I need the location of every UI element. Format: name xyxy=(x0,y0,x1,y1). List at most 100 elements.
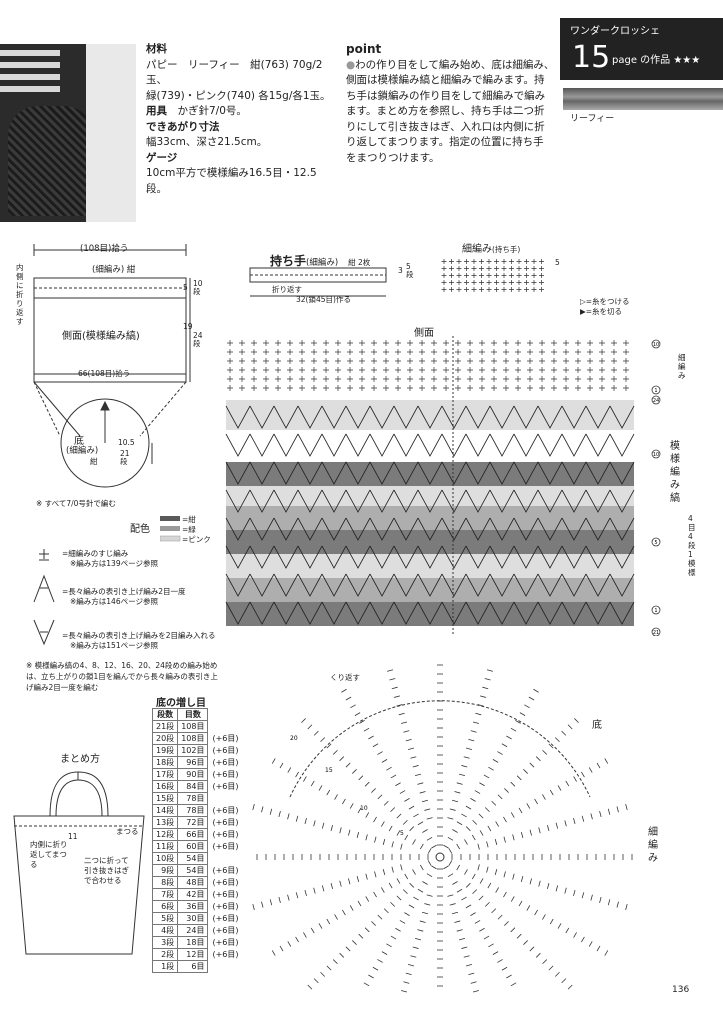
symbol-dec-ref: ※編み方は146ページ参照 xyxy=(70,597,158,606)
table-cell: 12目 xyxy=(177,948,209,961)
body-rows: 24段 xyxy=(193,331,203,348)
table-cell: (+6目) xyxy=(212,914,239,923)
stripe-note: ※ 模様編み縞の4、8、12、16、20、24段めの編み始めは、立ち上がりの鎖1… xyxy=(26,661,218,692)
sc-chart xyxy=(441,259,544,292)
symbol-sc-ref: ※編み方は139ページ参照 xyxy=(70,559,158,568)
table-cell: 13段 xyxy=(151,816,179,829)
table-cell xyxy=(208,793,242,805)
increase-title: 底の増し目 xyxy=(156,698,206,709)
table-cell: (+6目) xyxy=(212,770,239,779)
table-cell xyxy=(208,721,242,733)
table-cell: 78目 xyxy=(177,792,209,805)
handle-height: 3 xyxy=(398,266,403,275)
color-navy: =紺 xyxy=(182,515,196,524)
table-cell: 108目 xyxy=(177,732,209,745)
base-cm: 10.5 xyxy=(118,438,135,447)
finishing-fold: 内側に折り返してまつる xyxy=(30,840,68,869)
table-cell: (+6目) xyxy=(212,890,239,899)
point-line: をまつりつけます。 xyxy=(346,151,440,164)
series-name: ワンダークロッシェ xyxy=(570,26,660,37)
row-label: 15 xyxy=(325,767,333,774)
table-cell: 102目 xyxy=(177,744,209,757)
table-cell: (+6目) xyxy=(212,782,239,791)
table-cell: (+6目) xyxy=(212,866,239,875)
base-turn: くり返す xyxy=(330,673,360,682)
table-cell: 6目 xyxy=(177,960,209,973)
table-cell: 20段 xyxy=(151,732,179,745)
material-heading: 材料 xyxy=(146,43,167,55)
side-markers: 10 1 24 10 5 1 21 xyxy=(651,339,661,636)
size-heading: できあがり寸法 xyxy=(146,120,220,133)
side-chart xyxy=(225,336,635,636)
table-cell: (+6目) xyxy=(212,818,239,827)
marker: 1 xyxy=(654,388,657,394)
table-cell: 14段 xyxy=(151,804,179,817)
side-right-top: 細編み xyxy=(678,353,686,380)
fold-note: 内側に折り返す xyxy=(16,263,24,326)
handle-sub: (細編み) xyxy=(306,258,339,268)
row-label: 10 xyxy=(360,805,368,812)
point-line: ます。まとめ方を参照し、持ち手は二つ折 xyxy=(346,105,545,117)
handle-title: 持ち手 xyxy=(270,254,307,268)
table-cell: 18目 xyxy=(177,936,209,949)
band-label: (細編み) 紺 xyxy=(92,265,136,275)
yarn-swatch xyxy=(563,88,723,110)
table-cell: 1段 xyxy=(151,960,179,973)
table-header: 段数 xyxy=(151,708,179,721)
base-chart-label: 底 xyxy=(592,720,602,731)
sc-sub: (持ち手) xyxy=(492,245,521,254)
product-photo xyxy=(0,44,136,222)
legend-join: ▷=糸をつける xyxy=(580,297,630,306)
sc-title: 細編み xyxy=(462,244,492,255)
colors-title: 配色 xyxy=(130,524,150,535)
symbol-dec: =長々編みの表引き上げ編み2目一度 xyxy=(62,587,186,596)
table-cell: 84目 xyxy=(177,780,209,793)
point-line: り返してまつります。指定の位置に持ち手 xyxy=(346,136,544,148)
bag-image xyxy=(8,106,94,216)
gauge-text: 10cm平方で模様編み16.5目・12.5段。 xyxy=(146,167,317,195)
table-cell: (+6目) xyxy=(212,878,239,887)
page-number: 136 xyxy=(672,985,690,995)
finishing-title: まとめ方 xyxy=(60,754,100,765)
point-line: 側面は模様編み縞と細編みで編みます。持 xyxy=(346,74,545,86)
marker: 21 xyxy=(653,630,659,636)
table-cell: (+6目) xyxy=(212,926,239,935)
table-cell: 7段 xyxy=(151,888,179,901)
pattern-title-box: ワンダークロッシェ 15 page の作品 ★★★ xyxy=(560,18,723,80)
table-cell: 108目 xyxy=(177,720,209,733)
table-cell: 19段 xyxy=(151,744,179,757)
symbol-inc: =長々編みの表引き上げ編みを2目編み入れる xyxy=(62,631,216,640)
table-cell: (+6目) xyxy=(212,734,239,743)
table-cell: (+6目) xyxy=(212,842,239,851)
symbol-icons xyxy=(33,549,55,646)
table-cell: 90目 xyxy=(177,768,209,781)
table-cell: 6段 xyxy=(151,900,179,913)
marker: 24 xyxy=(653,398,659,404)
sc-row-marker: 5 xyxy=(555,258,560,267)
body-cm: 19 xyxy=(183,322,193,331)
table-cell: 4段 xyxy=(151,924,179,937)
color-pink: =ピンク xyxy=(182,535,211,544)
table-cell: 3段 xyxy=(151,936,179,949)
marker: 10 xyxy=(653,452,659,458)
material-line: パピー リーフィー 紺(763) 70g/2玉、 xyxy=(146,58,323,87)
row-label: 5 xyxy=(400,830,404,837)
table-cell: 72目 xyxy=(177,816,209,829)
point-line: りにして引き抜きはぎ、入れ口は内側に折 xyxy=(346,120,545,133)
handle-width: 32(鎖45目)作る xyxy=(296,295,351,304)
table-cell: (+6目) xyxy=(212,746,239,755)
table-cell: (+6目) xyxy=(212,806,239,815)
point-block: point ●わの作り目をして編み始め、底は細編み、 側面は模様編み縞と細編みで… xyxy=(346,42,556,166)
band-rows: 10段 xyxy=(193,279,203,296)
page-label: page の作品 ★★★ xyxy=(612,55,701,66)
tool-text: かぎ針7/0号。 xyxy=(177,105,247,117)
